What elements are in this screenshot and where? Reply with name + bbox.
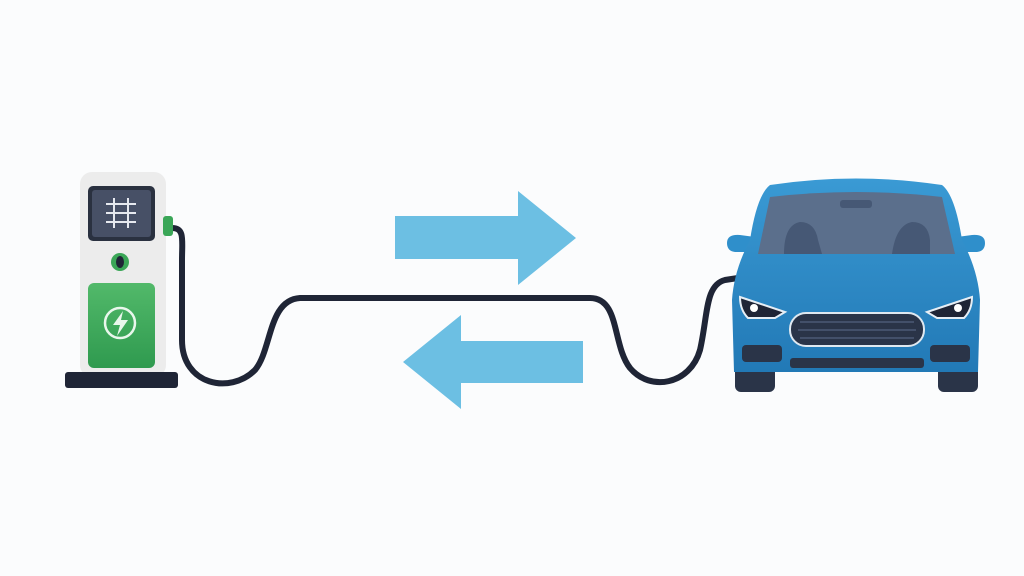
lightning-bolt-icon bbox=[103, 306, 137, 340]
arrow-right-icon bbox=[395, 191, 576, 285]
electric-car-icon bbox=[727, 178, 985, 392]
charging-cable bbox=[169, 225, 741, 387]
ev-charging-station-icon bbox=[65, 172, 178, 388]
arrow-left-icon bbox=[403, 315, 583, 409]
circuit-icon bbox=[106, 198, 136, 228]
